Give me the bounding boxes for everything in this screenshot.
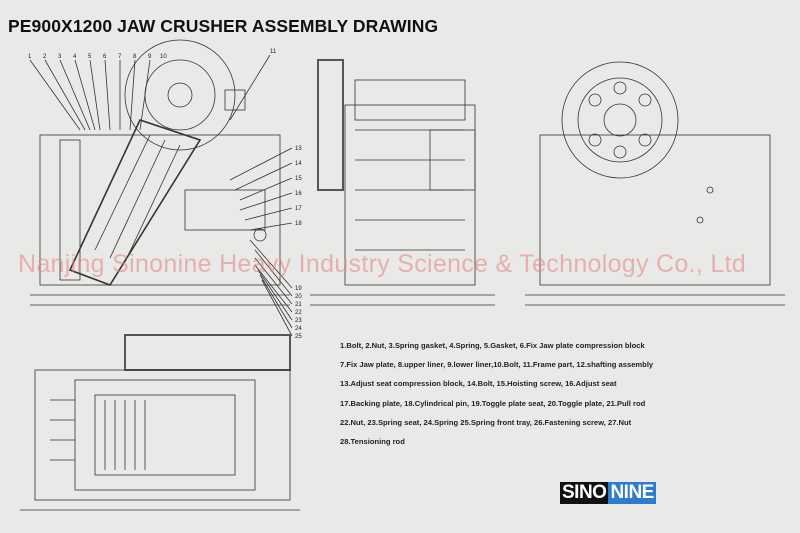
part-number: 23 (295, 318, 302, 324)
legend-line: 13.Adjust seat compression block, 14.Bol… (340, 379, 617, 389)
part-number: 9 (148, 54, 152, 60)
legend-line: 17.Backing plate, 18.Cylindrical pin, 19… (340, 398, 646, 408)
plan-view (20, 334, 300, 511)
part-number: 7 (118, 54, 122, 60)
part-number: 17 (295, 206, 302, 212)
legend-line: 1.Bolt, 2.Nut, 3.Spring gasket, 4.Spring… (340, 341, 645, 350)
end-view (525, 61, 785, 306)
part-number: 24 (295, 326, 302, 332)
part-number: 14 (295, 161, 302, 167)
part-number: 21 (295, 302, 302, 308)
company-watermark: Nanjing Sinonine Heavy Industry Science … (18, 250, 746, 278)
part-number: 4 (73, 54, 77, 60)
drawing-title: PE900X1200 JAW CRUSHER ASSEMBLY DRAWING (8, 16, 439, 36)
part-number-labels: 1 2 3 4 5 6 7 8 9 10 11 13 14 15 16 17 1… (28, 49, 302, 340)
part-number: 6 (103, 54, 107, 60)
part-number: 18 (295, 221, 302, 227)
part-number: 20 (295, 294, 302, 300)
sinonine-logo: SINO NINE (560, 482, 656, 504)
part-number: 19 (295, 286, 302, 292)
logo-part-1: SINO (560, 482, 609, 504)
legend-line: 22.Nut, 23.Spring seat, 24.Spring 25.Spr… (340, 417, 632, 427)
logo-part-2: NINE (608, 482, 656, 504)
part-number: 16 (295, 191, 302, 197)
part-number: 3 (58, 54, 62, 60)
part-number: 5 (88, 54, 92, 60)
front-view (310, 59, 495, 306)
part-number: 10 (160, 54, 167, 60)
part-number: 2 (43, 54, 47, 60)
part-number: 1 (28, 54, 32, 60)
part-number: 25 (295, 334, 302, 340)
side-view (29, 39, 293, 337)
part-number: 11 (270, 49, 277, 55)
part-number: 15 (295, 176, 302, 182)
parts-legend: 1.Bolt, 2.Nut, 3.Spring gasket, 4.Spring… (340, 336, 653, 451)
part-number: 8 (133, 54, 137, 60)
legend-line: 7.Fix Jaw plate, 8.upper liner, 9.lower … (340, 360, 654, 370)
legend-line: 28.Tensioning rod (340, 437, 405, 447)
part-number: 22 (295, 310, 302, 316)
part-number: 13 (295, 146, 302, 152)
